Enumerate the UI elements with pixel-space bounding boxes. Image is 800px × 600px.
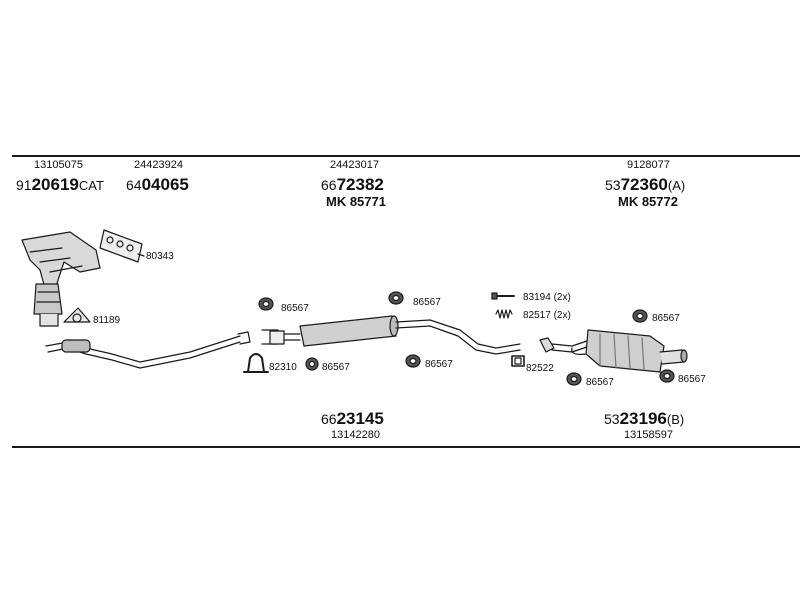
middle-silencer-drawing [261, 315, 521, 355]
callout-clamp-7: 86567 [678, 374, 706, 385]
top-divider-line [12, 155, 800, 157]
callout-flange-gasket: 82522 [526, 363, 554, 374]
manifold-gasket-drawing [99, 229, 143, 263]
callout-clamp-3: 86567 [322, 362, 350, 373]
spring-bolt-icon [495, 309, 513, 319]
callout-bolt-a: 83194 (2x) [523, 292, 571, 303]
hanger-ring-icon [305, 357, 319, 371]
hanger-ring-icon [258, 297, 274, 311]
rear-muffler-part-number: 5372360(A) [605, 175, 686, 194]
u-clamp-icon [243, 353, 269, 373]
rear-section-part-number: 5323196(B) [604, 409, 685, 428]
hanger-ring-icon [659, 369, 675, 383]
manifold-code-1: 13105075 [34, 159, 83, 171]
hanger-ring-icon [388, 291, 404, 305]
rear-muffler-mk: MK 85772 [618, 194, 678, 209]
flange-gasket-icon [511, 355, 525, 367]
rear-section-code: 13158597 [624, 429, 673, 441]
center-pipe-part-number: 6672382 [321, 175, 384, 194]
callout-clamp-4: 86567 [425, 359, 453, 370]
callout-gasket-manifold: 80343 [146, 251, 174, 262]
mid-section-code: 13142280 [331, 429, 380, 441]
callout-gasket-ring: 81189 [93, 315, 121, 326]
hanger-ring-icon [405, 354, 421, 368]
exhaust-manifold-drawing [21, 231, 101, 327]
callout-bolt-b: 82517 (2x) [523, 310, 571, 321]
callout-clamp-6: 86567 [586, 377, 614, 388]
hanger-ring-icon [566, 372, 582, 386]
callout-clamp-2: 86567 [413, 297, 441, 308]
manifold-part-number-2: 6404065 [126, 175, 189, 194]
front-pipe-drawing [45, 331, 251, 369]
hanger-ring-icon [632, 309, 648, 323]
callout-clamp-1: 86567 [281, 303, 309, 314]
center-pipe-mk: MK 85771 [326, 194, 386, 209]
manifold-code-2: 24423924 [134, 159, 183, 171]
rear-muffler-drawing [539, 329, 688, 373]
callout-u-clamp: 82310 [269, 362, 297, 373]
mid-section-part-number: 6623145 [321, 409, 384, 428]
bolt-icon [491, 292, 515, 300]
bottom-divider-line [12, 446, 800, 448]
center-pipe-code: 24423017 [330, 159, 379, 171]
ring-gasket-drawing [63, 307, 91, 323]
callout-clamp-5: 86567 [652, 313, 680, 324]
rear-muffler-code: 9128077 [627, 159, 670, 171]
manifold-part-number-1: 9120619CAT [16, 175, 104, 194]
